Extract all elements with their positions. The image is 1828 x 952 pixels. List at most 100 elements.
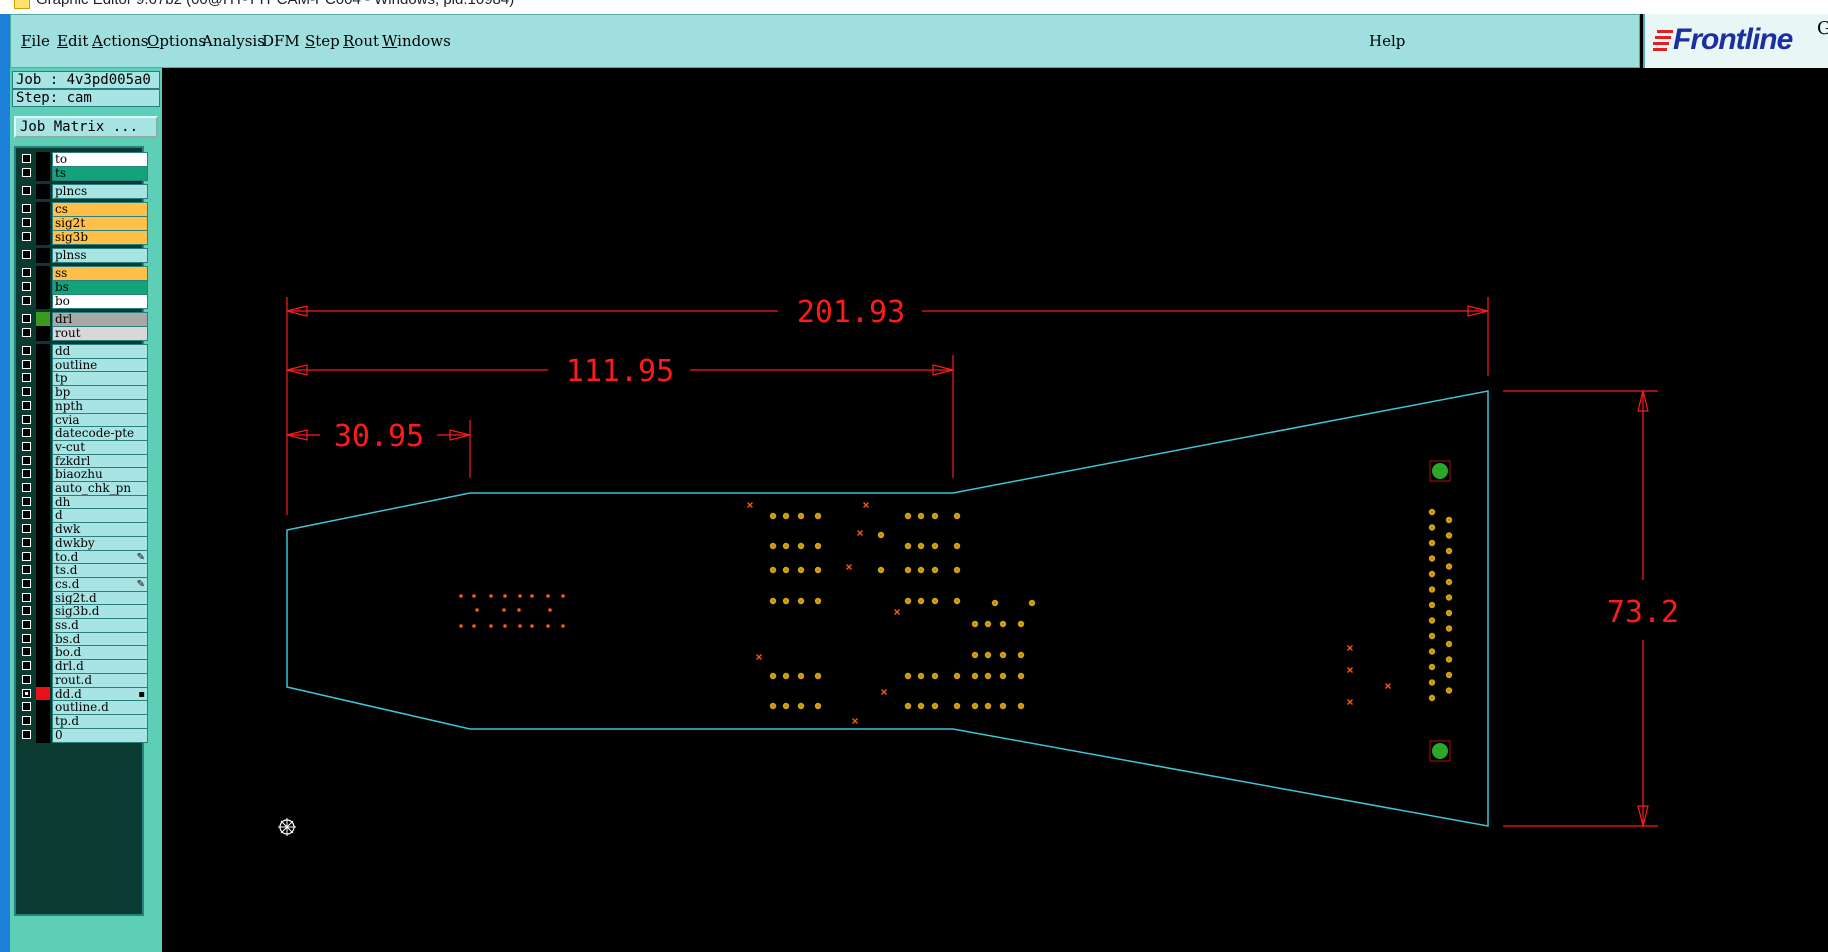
layer-color-swatch[interactable] <box>36 229 50 245</box>
layer-color-swatch[interactable] <box>36 549 50 565</box>
layer-color-swatch[interactable] <box>36 184 50 199</box>
layer-name[interactable]: ts.d <box>52 563 148 579</box>
layer-row[interactable]: cvia <box>18 412 148 428</box>
layer-checkbox[interactable] <box>22 715 31 725</box>
layer-checkbox[interactable] <box>22 483 31 492</box>
layer-color-swatch[interactable] <box>36 659 50 675</box>
layer-color-swatch[interactable] <box>36 357 50 373</box>
layer-row[interactable]: ts.d <box>18 563 148 579</box>
menu-file[interactable]: File <box>21 32 50 50</box>
layer-row[interactable]: plnss <box>18 248 148 263</box>
menu-edit[interactable]: Edit <box>57 32 89 50</box>
layer-color-swatch[interactable] <box>36 467 50 483</box>
layer-name[interactable]: plncs <box>52 184 148 199</box>
layer-row[interactable]: bs.d <box>18 631 148 647</box>
layer-name[interactable]: fzkdrl <box>52 453 148 469</box>
layer-color-swatch[interactable] <box>36 280 50 295</box>
layer-checkbox[interactable] <box>22 578 31 588</box>
layer-color-swatch[interactable] <box>36 344 50 359</box>
layer-name[interactable]: sig3b <box>52 229 148 245</box>
layer-checkbox[interactable] <box>22 565 31 575</box>
layer-color-swatch[interactable] <box>36 453 50 469</box>
layer-row[interactable]: ts <box>18 165 148 181</box>
layer-checkbox[interactable] <box>22 661 31 671</box>
layer-row[interactable]: drl.d <box>18 659 148 675</box>
layer-color-swatch[interactable] <box>36 604 50 620</box>
layer-checkbox[interactable] <box>22 295 31 305</box>
layer-checkbox[interactable] <box>22 647 31 657</box>
layer-checkbox[interactable] <box>22 455 31 465</box>
layer-color-swatch[interactable] <box>36 535 50 551</box>
layer-name[interactable]: v-cut <box>52 439 148 455</box>
menu-help[interactable]: Help <box>1369 32 1406 50</box>
layer-row[interactable]: fzkdrl <box>18 453 148 469</box>
layer-row[interactable]: cs.d✎ <box>18 576 148 592</box>
layer-color-swatch[interactable] <box>36 700 50 716</box>
layer-checkbox[interactable] <box>22 428 31 438</box>
layer-color-swatch[interactable] <box>36 152 50 167</box>
layer-color-swatch[interactable] <box>36 494 50 510</box>
layer-checkbox[interactable] <box>22 314 31 323</box>
layer-color-swatch[interactable] <box>36 266 50 282</box>
layer-checkbox[interactable] <box>22 282 31 291</box>
menu-options[interactable]: Options <box>147 32 207 50</box>
layer-color-swatch[interactable] <box>36 618 50 633</box>
layer-checkbox[interactable] <box>22 469 31 479</box>
menu-actions[interactable]: Actions <box>92 32 149 50</box>
layer-checkbox[interactable] <box>22 537 31 547</box>
layer-color-swatch[interactable] <box>36 325 50 341</box>
layer-color-swatch[interactable] <box>36 481 50 496</box>
layer-color-swatch[interactable] <box>36 248 50 263</box>
layer-checkbox[interactable] <box>22 400 31 410</box>
layer-color-swatch[interactable] <box>36 439 50 455</box>
layer-name[interactable]: rout <box>52 325 148 341</box>
layer-color-swatch[interactable] <box>36 590 50 606</box>
layer-checkbox[interactable] <box>22 359 31 369</box>
layer-color-swatch[interactable] <box>36 645 50 661</box>
layer-row[interactable]: to.d✎ <box>18 549 148 565</box>
layer-name[interactable]: bs.d <box>52 631 148 647</box>
layer-checkbox[interactable] <box>22 346 31 355</box>
layer-row[interactable]: sig3b <box>18 229 148 245</box>
layer-checkbox[interactable] <box>22 387 31 397</box>
layer-name[interactable]: cs.d✎ <box>52 576 148 592</box>
layer-checkbox[interactable] <box>22 414 31 424</box>
layer-color-swatch[interactable] <box>36 293 50 309</box>
layer-row[interactable]: ss <box>18 266 148 282</box>
layer-color-swatch[interactable] <box>36 576 50 592</box>
layer-color-swatch[interactable] <box>36 165 50 181</box>
layer-color-swatch[interactable] <box>36 216 50 231</box>
layer-row[interactable]: datecode-pte <box>18 426 148 442</box>
layer-checkbox[interactable] <box>22 186 31 195</box>
layer-checkbox[interactable] <box>22 702 31 712</box>
layer-row[interactable]: v-cut <box>18 439 148 455</box>
layer-checkbox[interactable] <box>22 231 31 241</box>
layer-color-swatch[interactable] <box>36 398 50 414</box>
layer-row[interactable]: biaozhu <box>18 467 148 483</box>
layer-checkbox[interactable] <box>22 327 31 337</box>
layer-checkbox[interactable] <box>22 218 31 227</box>
layer-name[interactable]: plnss <box>52 248 148 263</box>
layer-checkbox[interactable] <box>22 551 31 561</box>
layer-row[interactable]: outline <box>18 357 148 373</box>
layer-color-swatch[interactable] <box>36 202 50 218</box>
layer-checkbox[interactable] <box>22 204 31 214</box>
layer-color-swatch[interactable] <box>36 727 50 743</box>
layer-row[interactable]: plncs <box>18 184 148 199</box>
layer-checkbox[interactable] <box>22 268 31 278</box>
menu-step[interactable]: Step <box>305 32 340 50</box>
menu-rout[interactable]: Rout <box>343 32 380 50</box>
layer-checkbox[interactable] <box>22 674 31 684</box>
layer-checkbox[interactable] <box>22 154 31 163</box>
layer-color-swatch[interactable] <box>36 686 50 702</box>
layer-name[interactable]: 0 <box>52 727 148 743</box>
layer-checkbox[interactable] <box>22 510 31 520</box>
layer-name[interactable]: datecode-pte <box>52 426 148 442</box>
layer-checkbox[interactable] <box>22 592 31 602</box>
layer-color-swatch[interactable] <box>36 412 50 428</box>
layer-name[interactable]: bo <box>52 293 148 309</box>
menu-analysis[interactable]: Analysis <box>202 32 265 50</box>
layer-checkbox[interactable] <box>22 606 31 616</box>
layer-color-swatch[interactable] <box>36 508 50 524</box>
